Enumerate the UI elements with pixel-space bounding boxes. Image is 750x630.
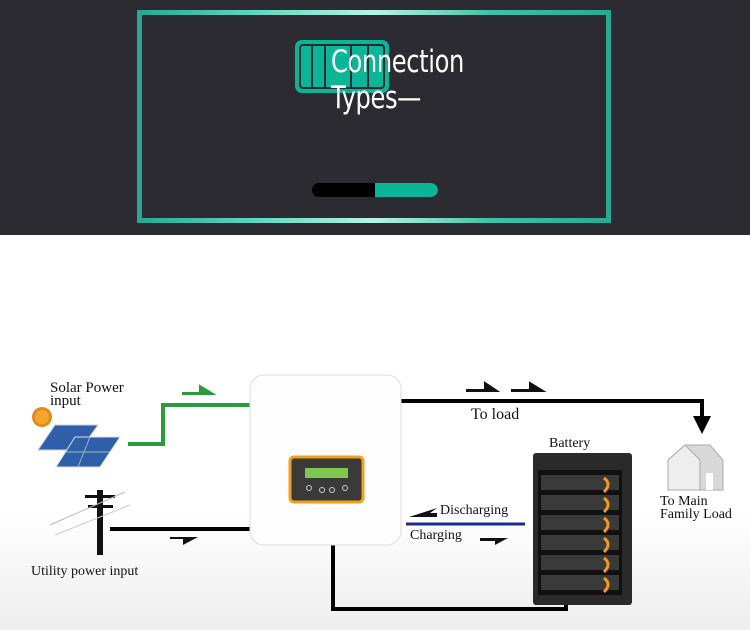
- title-line2: Types—: [331, 80, 421, 116]
- battery-cable: [602, 536, 610, 554]
- battery-module: [541, 515, 619, 530]
- load-arrow-icon: [466, 381, 501, 392]
- charging-label: Charging: [410, 528, 462, 543]
- family-load-label-1: To Main: [660, 494, 708, 509]
- battery-line: [331, 545, 568, 611]
- battery-cable: [602, 576, 610, 594]
- utility-pole-icon: [49, 490, 131, 555]
- inverter-icon: [249, 374, 402, 546]
- title-line1: Connection: [331, 44, 464, 80]
- solar-arrow-icon: [182, 384, 217, 395]
- battery-cable: [602, 476, 610, 494]
- progress-fill: [375, 183, 438, 197]
- header-banner: Connection Types—: [0, 0, 750, 235]
- load-arrow-down-icon: [693, 416, 711, 434]
- battery-module: [541, 535, 619, 550]
- house-icon: [667, 444, 724, 491]
- load-line: [400, 399, 704, 420]
- page-title: Connection Types—: [331, 44, 464, 116]
- discharging-label: Discharging: [440, 503, 509, 518]
- battery-module: [541, 495, 619, 510]
- battery-cable: [602, 556, 610, 574]
- solar-line: [128, 403, 250, 446]
- to-load-label: To load: [471, 406, 520, 423]
- progress-bar: [312, 183, 438, 197]
- sun-icon: [32, 407, 52, 427]
- family-load-label-2: Family Load: [660, 507, 732, 522]
- battery-icon: [295, 40, 389, 93]
- load-arrow-icon: [511, 381, 547, 392]
- utility-label: Utility power input: [31, 564, 139, 579]
- battery-label: Battery: [549, 436, 591, 451]
- battery-rack-icon: [533, 453, 632, 605]
- solar-label-1: Solar Power: [50, 380, 124, 396]
- solar-panel-icon: [37, 424, 121, 468]
- battery-module: [541, 555, 619, 570]
- utility-arrow-icon: [170, 537, 198, 545]
- battery-cable: [602, 496, 610, 514]
- discharge-arrow-icon: [409, 508, 437, 517]
- charge-arrow-icon: [480, 538, 508, 545]
- battery-module: [541, 575, 619, 590]
- battery-cable: [602, 516, 610, 534]
- solar-label-2: input: [50, 393, 81, 409]
- battery-module: [541, 475, 619, 490]
